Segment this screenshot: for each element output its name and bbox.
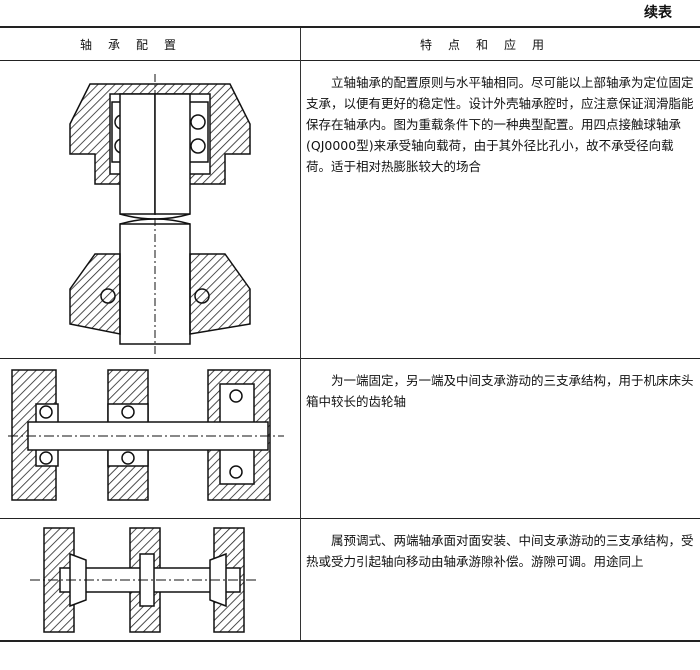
header-config: 轴 承 配 置 (80, 38, 179, 52)
continued-label: 续表 (644, 5, 672, 21)
row-1-text: 立轴轴承的配置原则与水平轴相同。尽可能以上部轴承为定位固定支承，以便有更好的稳定… (306, 75, 694, 174)
header-features: 特 点 和 应 用 (420, 38, 547, 52)
row-3-text: 属预调式、两端轴承面对面安装、中间支承游动的三支承结构，受热或受力引起轴向移动由… (306, 533, 694, 569)
table-top-rule (0, 26, 700, 28)
row-divider (0, 358, 700, 359)
column-divider (300, 28, 301, 640)
table-bottom-rule (0, 640, 700, 642)
preloaded-three-support-drawing (30, 527, 258, 633)
vertical-shaft-bearing-drawing (69, 74, 251, 354)
header-divider (0, 60, 700, 61)
three-support-gear-shaft-drawing (8, 369, 284, 501)
row-divider (0, 518, 700, 519)
row-2-text: 为一端固定，另一端及中间支承游动的三支承结构，用于机床床头箱中较长的齿轮轴 (306, 373, 694, 409)
